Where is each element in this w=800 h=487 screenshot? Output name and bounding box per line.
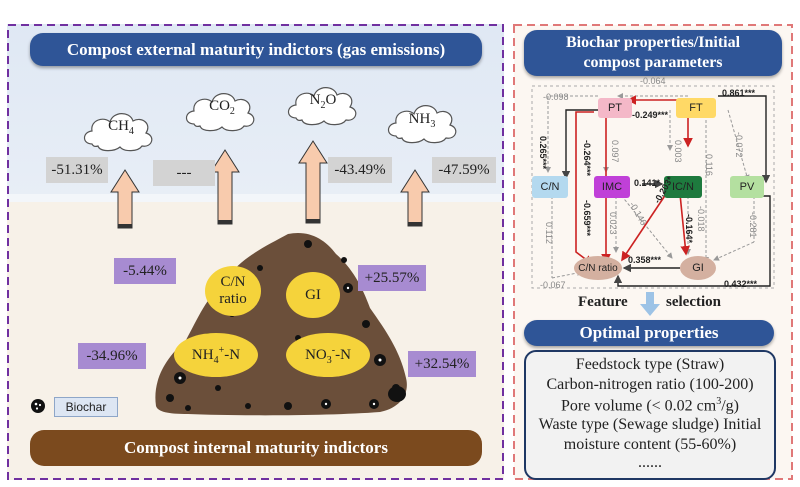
coef-bottom-left: -0.067 bbox=[540, 280, 566, 290]
selection-label: selection bbox=[666, 294, 721, 310]
coef-ft-icn: 0.003 bbox=[673, 140, 683, 163]
indicator-cn-ratio: C/N ratio bbox=[205, 266, 261, 316]
optimal-line-waste-type: Waste type (Sewage sludge) Initial bbox=[538, 416, 762, 433]
cloud-icon-nh3 bbox=[387, 105, 457, 144]
optimal-properties-banner: Optimal properties bbox=[524, 320, 774, 346]
gas-label-n2o: N2O bbox=[309, 92, 337, 111]
optimal-line-ellipsis: ...... bbox=[638, 454, 662, 471]
node-cn-ratio: C/N ratio bbox=[574, 256, 622, 280]
coef-ft-pv: 0.861*** bbox=[722, 88, 756, 98]
biochar-properties-line2: compost parameters bbox=[583, 54, 723, 71]
change-ch4: -51.31% bbox=[46, 157, 108, 183]
indicator-cn-ratio-line1: C/N bbox=[220, 274, 246, 290]
cloud-icon-co2 bbox=[185, 93, 255, 132]
optimal-properties-box: Feedstock type (Straw) Carbon-nitrogen r… bbox=[524, 350, 776, 480]
change-gi: +25.57% bbox=[358, 265, 426, 291]
node-gi: GI bbox=[680, 256, 716, 280]
coef-gi-cnr: 0.358*** bbox=[628, 255, 662, 265]
coef-pt-imc: 0.097 bbox=[610, 140, 620, 163]
coef-icn-gi-grey: -0.018 bbox=[696, 206, 706, 232]
cloud-icon-n2o bbox=[287, 87, 357, 126]
coef-ft-gi: 0.116 bbox=[704, 154, 714, 176]
node-imc: IMC bbox=[594, 176, 630, 198]
up-arrow-n2o bbox=[298, 140, 328, 224]
feature-label: Feature bbox=[578, 294, 628, 310]
biochar-legend-label: Biochar bbox=[54, 397, 118, 417]
down-arrow-icon bbox=[640, 292, 660, 316]
change-nh3: -47.59% bbox=[432, 157, 496, 183]
node-cn: C/N bbox=[532, 176, 568, 198]
coef-pt-cnr: -0.264*** bbox=[582, 140, 592, 177]
node-pv: PV bbox=[730, 176, 764, 198]
node-ft: FT bbox=[676, 98, 716, 118]
optimal-line-moisture: moisture content (55-60%) bbox=[563, 436, 737, 453]
indicator-cn-ratio-line2: ratio bbox=[219, 291, 247, 307]
optimal-line-cn-ratio: Carbon-nitrogen ratio (100-200) bbox=[546, 376, 754, 393]
biochar-fragment bbox=[388, 386, 406, 402]
coef-imc-icn: 0.141* bbox=[634, 178, 661, 188]
coef-cn-cnr: 0.112 bbox=[544, 222, 554, 244]
biochar-properties-banner: Biochar properties/Initial compost param… bbox=[524, 30, 782, 76]
up-arrow-co2 bbox=[210, 149, 240, 225]
coef-ft-pv-grey: -0.072 bbox=[734, 132, 744, 158]
change-cn-ratio: -5.44% bbox=[114, 258, 176, 284]
node-pt: PT bbox=[598, 98, 632, 118]
coef-pv-cnr: 0.432*** bbox=[724, 279, 758, 289]
node-icn: IC/N bbox=[664, 176, 702, 198]
coef-pv-gi: -0.281 bbox=[748, 212, 758, 238]
optimal-line-pore-volume: Pore volume (< 0.02 cm3/g) bbox=[561, 396, 739, 415]
coef-ft-pt-top: -0.064 bbox=[640, 76, 666, 86]
gas-emissions-banner: Compost external maturity indictors (gas… bbox=[30, 33, 482, 66]
cloud-icon-ch4 bbox=[83, 113, 153, 152]
internal-maturity-banner: Compost internal maturity indictors bbox=[30, 430, 482, 466]
biochar-legend-icon bbox=[31, 399, 45, 413]
coef-ft-pt: -0.249*** bbox=[632, 110, 669, 120]
coef-pt-cnr-2: -0.659*** bbox=[582, 200, 592, 237]
gas-label-nh3: NH3 bbox=[408, 111, 436, 130]
up-arrow-ch4 bbox=[110, 169, 140, 229]
change-co2: --- bbox=[153, 160, 215, 186]
coef-icn-gi: -0.164* bbox=[684, 214, 694, 244]
gas-label-co2: CO2 bbox=[209, 98, 235, 117]
biochar-properties-line1: Biochar properties/Initial bbox=[565, 34, 741, 51]
coef-imc-cnr: 0.023 bbox=[608, 212, 618, 235]
indicator-nh4: NH4+-N bbox=[174, 333, 258, 377]
up-arrow-nh3 bbox=[400, 169, 430, 227]
compost-pile bbox=[155, 232, 407, 416]
coef-pt-cn: 0.265*** bbox=[538, 136, 548, 170]
indicator-no3: NO3--N bbox=[286, 333, 370, 377]
indicator-gi: GI bbox=[286, 272, 340, 318]
change-nh4: -34.96% bbox=[78, 343, 146, 369]
optimal-line-feedstock: Feedstock type (Straw) bbox=[575, 356, 725, 373]
coef-pt-cn-grey: -0.098 bbox=[543, 92, 569, 102]
change-no3: +32.54% bbox=[408, 351, 476, 377]
gas-label-ch4: CH4 bbox=[108, 118, 134, 137]
change-n2o: -43.49% bbox=[328, 157, 392, 183]
